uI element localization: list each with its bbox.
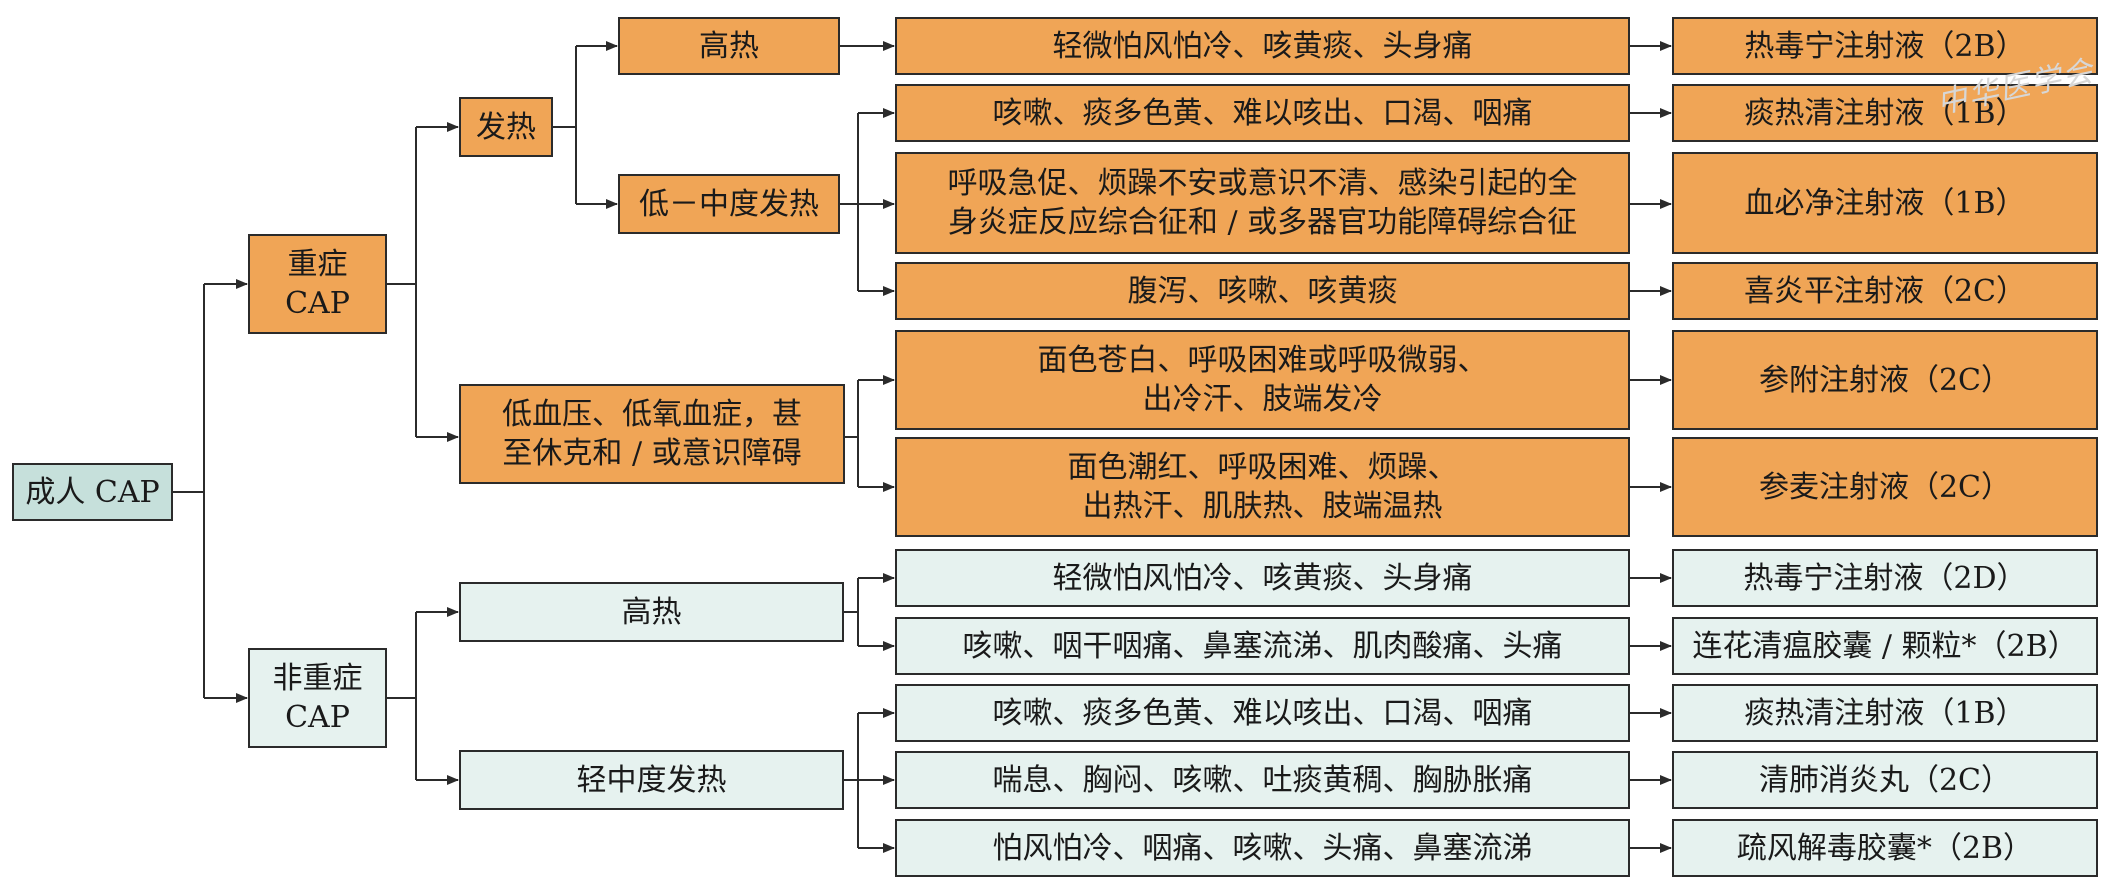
node-severe-cap: 重症 CAP: [248, 234, 387, 334]
drug-box: 清肺消炎丸（2C）: [1672, 751, 2098, 809]
symptom-box: 咳嗽、痰多色黄、难以咳出、口渴、咽痛: [895, 684, 1630, 742]
symptom-box: 腹泻、咳嗽、咳黄痰: [895, 262, 1630, 320]
drug-box: 热毒宁注射液（2B）: [1672, 17, 2098, 75]
drug-box: 痰热清注射液（1B）: [1672, 684, 2098, 742]
node-nonsevere-high-fever: 高热: [459, 582, 844, 642]
symptom-box: 轻微怕风怕冷、咳黄痰、头身痛: [895, 17, 1630, 75]
node-adult-cap: 成人 CAP: [12, 463, 173, 521]
drug-box: 热毒宁注射液（2D）: [1672, 549, 2098, 607]
node-severe-low-mid-fever: 低－中度发热: [618, 174, 840, 234]
node-nonsevere-cap: 非重症 CAP: [248, 648, 387, 748]
symptom-box: 轻微怕风怕冷、咳黄痰、头身痛: [895, 549, 1630, 607]
symptom-box: 怕风怕冷、咽痛、咳嗽、头痛、鼻塞流涕: [895, 819, 1630, 877]
drug-box: 血必净注射液（1B）: [1672, 152, 2098, 254]
symptom-box: 喘息、胸闷、咳嗽、吐痰黄稠、胸胁胀痛: [895, 751, 1630, 809]
symptom-box: 面色潮红、呼吸困难、烦躁、 出热汗、肌肤热、肢端温热: [895, 437, 1630, 537]
drug-box: 参麦注射液（2C）: [1672, 437, 2098, 537]
node-severe-high-fever: 高热: [618, 17, 840, 75]
symptom-box: 咳嗽、痰多色黄、难以咳出、口渴、咽痛: [895, 84, 1630, 142]
symptom-box: 呼吸急促、烦躁不安或意识不清、感染引起的全 身炎症反应综合征和 / 或多器官功能…: [895, 152, 1630, 254]
symptom-box: 面色苍白、呼吸困难或呼吸微弱、 出冷汗、肢端发冷: [895, 330, 1630, 430]
node-nonsevere-mild-fever: 轻中度发热: [459, 750, 844, 810]
drug-box: 喜炎平注射液（2C）: [1672, 262, 2098, 320]
drug-box: 痰热清注射液（1B）: [1672, 84, 2098, 142]
node-fever: 发热: [459, 97, 553, 157]
node-shock: 低血压、低氧血症，甚 至休克和 / 或意识障碍: [459, 384, 845, 484]
symptom-box: 咳嗽、咽干咽痛、鼻塞流涕、肌肉酸痛、头痛: [895, 617, 1630, 675]
drug-box: 参附注射液（2C）: [1672, 330, 2098, 430]
drug-box: 疏风解毒胶囊*（2B）: [1672, 819, 2098, 877]
drug-box: 连花清瘟胶囊 / 颗粒*（2B）: [1672, 617, 2098, 675]
